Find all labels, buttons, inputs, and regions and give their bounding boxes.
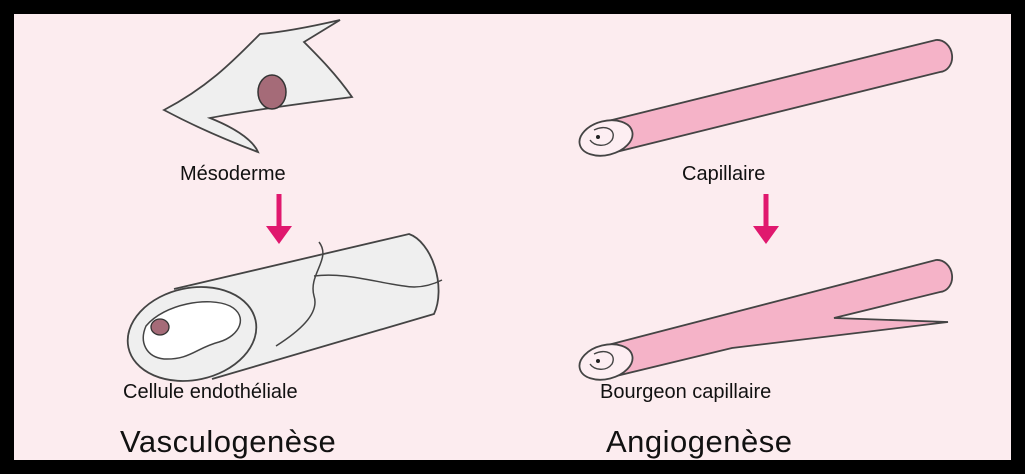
label-cellule-endotheliale: Cellule endothéliale [123, 381, 298, 404]
title-vasculogenese: Vasculogenèse [120, 424, 336, 460]
endothelial-nucleus [151, 319, 169, 335]
diagram-panel: Mésoderme Capillaire Cellule endothélial… [14, 14, 1011, 460]
title-angiogenese: Angiogenèse [606, 424, 793, 460]
label-bourgeon-capillaire: Bourgeon capillaire [600, 381, 771, 404]
label-capillaire: Capillaire [682, 163, 765, 186]
mesoderm-cell [164, 20, 352, 152]
capillary-sprout [576, 260, 952, 385]
endothelial-tube [119, 234, 442, 393]
label-mesoderme: Mésoderme [180, 163, 286, 186]
arrow-left [266, 194, 292, 244]
mesoderm-nucleus [258, 75, 286, 109]
arrow-right [753, 194, 779, 244]
capillary [576, 40, 952, 161]
